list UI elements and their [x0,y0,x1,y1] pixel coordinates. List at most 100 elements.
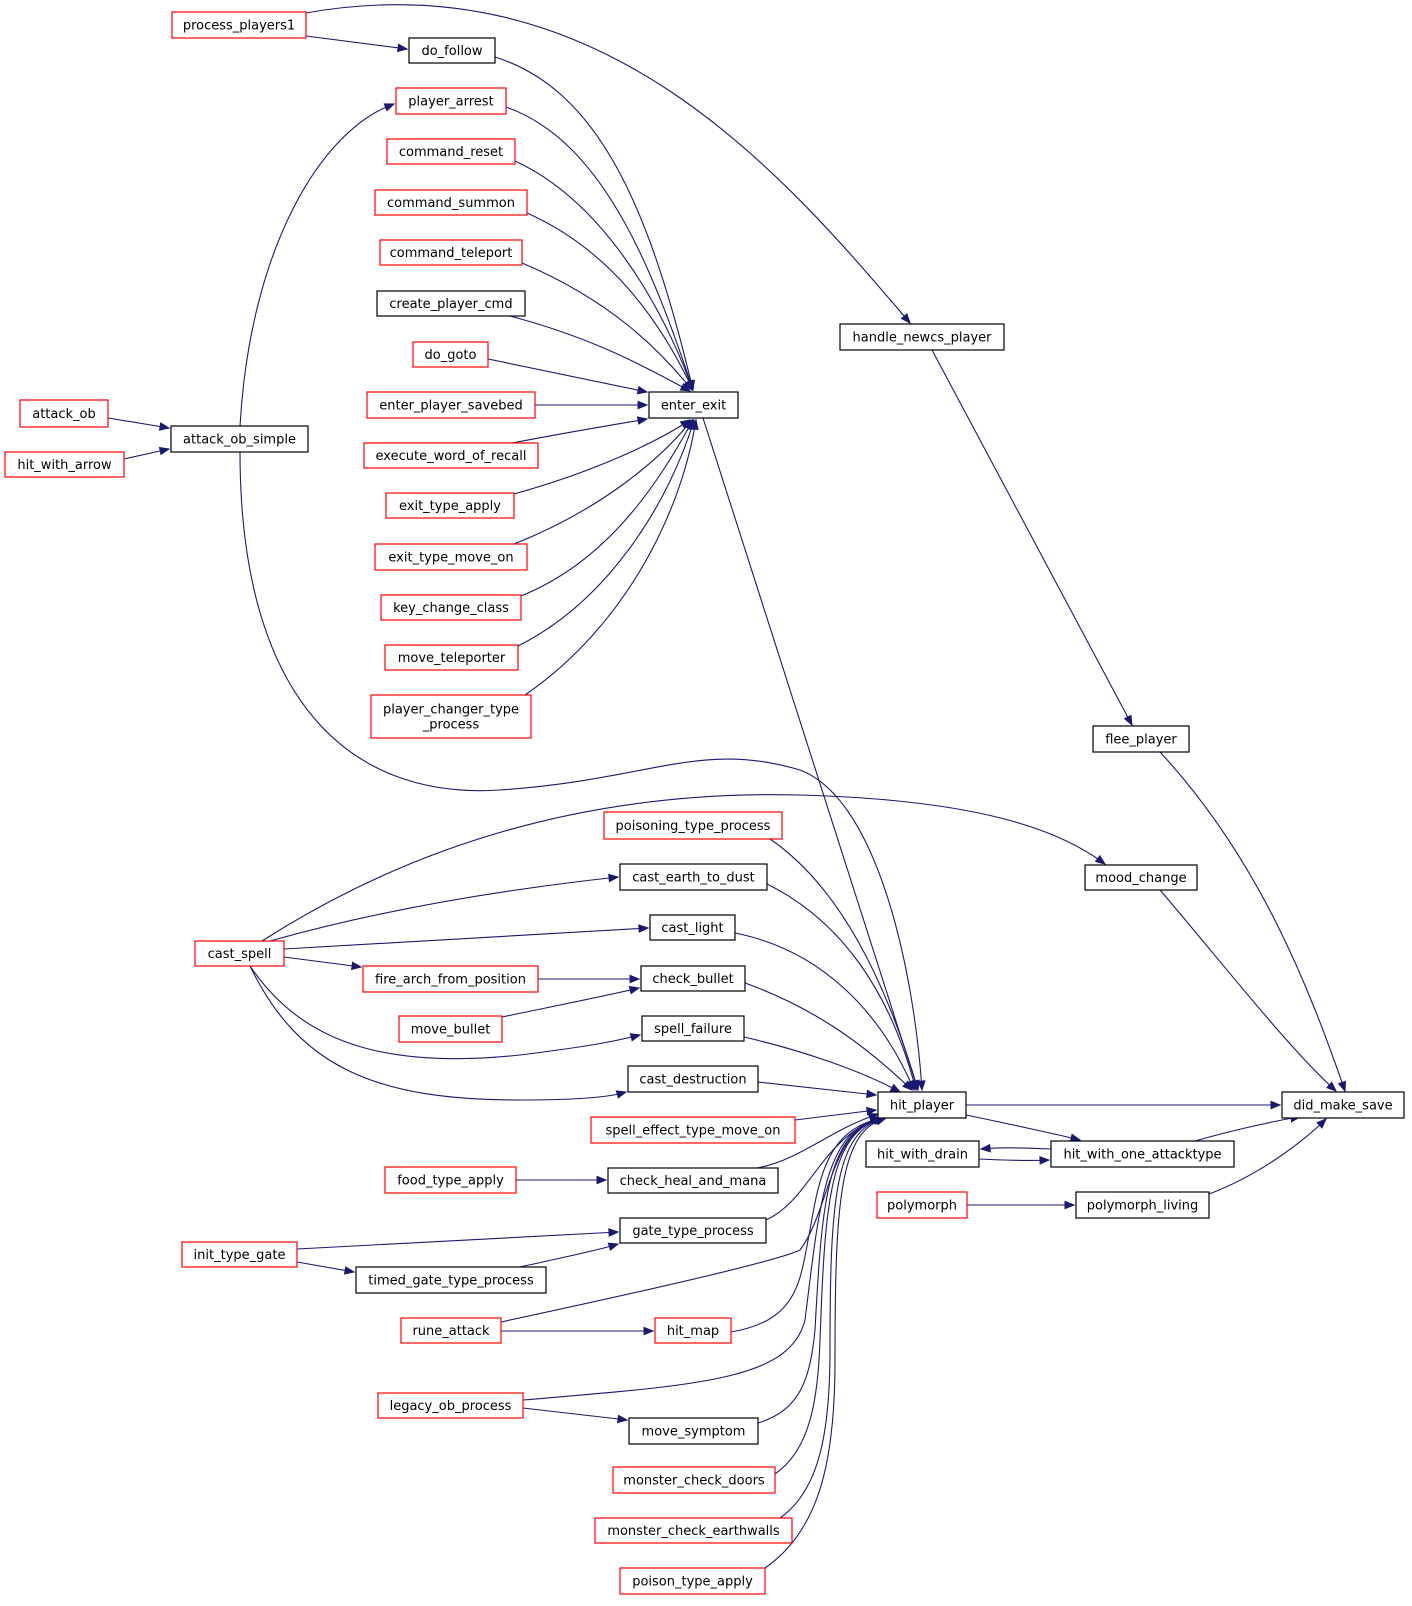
node-create_player_cmd[interactable]: create_player_cmd [376,290,526,317]
node-box[interactable] [408,37,496,64]
node-hit_with_one_attacktype[interactable]: hit_with_one_attacktype [1050,1140,1235,1168]
node-box[interactable] [170,425,309,453]
node-box[interactable] [363,442,539,469]
node-init_type_gate[interactable]: init_type_gate [181,1241,298,1268]
node-do_goto[interactable]: do_goto [412,341,489,368]
node-cast_spell[interactable]: cast_spell [194,940,285,967]
node-box[interactable] [384,644,519,671]
node-mood_change[interactable]: mood_change [1084,864,1198,891]
node-box[interactable] [355,1266,547,1294]
node-polymorph_living[interactable]: polymorph_living [1075,1191,1210,1219]
node-timed_gate_type_process[interactable]: timed_gate_type_process [355,1266,547,1294]
node-box[interactable] [619,1217,767,1244]
node-box[interactable] [628,1417,759,1445]
node-key_change_class[interactable]: key_change_class [380,594,522,621]
node-box[interactable] [181,1241,298,1268]
node-handle_newcs_player[interactable]: handle_newcs_player [839,323,1005,351]
node-box[interactable] [366,391,536,419]
node-box[interactable] [641,1015,745,1042]
node-process_players1[interactable]: process_players1 [171,11,307,39]
node-box[interactable] [194,940,285,967]
node-did_make_save[interactable]: did_make_save [1281,1091,1405,1119]
node-box[interactable] [19,399,109,428]
node-hit_with_arrow[interactable]: hit_with_arrow [4,451,125,478]
node-player_arrest[interactable]: player_arrest [395,87,507,115]
node-legacy_ob_process[interactable]: legacy_ob_process [377,1392,524,1419]
node-check_bullet[interactable]: check_bullet [640,965,746,992]
node-cast_light[interactable]: cast_light [649,914,736,941]
node-player_changer_type_process[interactable]: player_changer_type_process [370,694,532,739]
node-monster_check_doors[interactable]: monster_check_doors [612,1466,776,1494]
node-poisoning_type_process[interactable]: poisoning_type_process [603,811,783,840]
node-box[interactable] [171,11,307,39]
node-box[interactable] [379,239,523,266]
node-polymorph[interactable]: polymorph [876,1191,968,1219]
node-execute_word_of_recall[interactable]: execute_word_of_recall [363,442,539,469]
node-box[interactable] [627,1065,759,1093]
node-box[interactable] [1075,1191,1210,1219]
node-move_bullet[interactable]: move_bullet [398,1015,503,1043]
node-hit_map[interactable]: hit_map [654,1317,732,1344]
node-monster_check_earthwalls[interactable]: monster_check_earthwalls [594,1517,793,1544]
node-fire_arch_from_position[interactable]: fire_arch_from_position [362,965,539,993]
node-box[interactable] [839,323,1005,351]
node-box[interactable] [384,1166,517,1194]
node-box[interactable] [377,1392,524,1419]
node-box[interactable] [1281,1091,1405,1119]
node-do_follow[interactable]: do_follow [408,37,496,64]
node-box[interactable] [4,451,125,478]
node-box[interactable] [386,138,516,165]
node-box[interactable] [607,1167,779,1194]
node-box[interactable] [362,965,539,993]
node-box[interactable] [385,492,515,519]
node-box[interactable] [648,391,739,419]
node-box[interactable] [612,1466,776,1494]
node-hit_player[interactable]: hit_player [877,1091,967,1119]
node-box[interactable] [374,543,528,571]
node-rune_attack[interactable]: rune_attack [400,1317,502,1344]
node-box[interactable] [370,694,532,739]
node-spell_effect_type_move_on[interactable]: spell_effect_type_move_on [590,1116,796,1144]
node-enter_exit[interactable]: enter_exit [648,391,739,419]
node-box[interactable] [1084,864,1198,891]
node-box[interactable] [400,1317,502,1344]
node-box[interactable] [374,189,528,216]
node-command_reset[interactable]: command_reset [386,138,516,165]
node-enter_player_savebed[interactable]: enter_player_savebed [366,391,536,419]
node-box[interactable] [876,1191,968,1219]
node-box[interactable] [594,1517,793,1544]
node-box[interactable] [654,1317,732,1344]
node-poison_type_apply[interactable]: poison_type_apply [619,1567,766,1595]
node-box[interactable] [1092,725,1190,753]
node-exit_type_move_on[interactable]: exit_type_move_on [374,543,528,571]
node-cast_destruction[interactable]: cast_destruction [627,1065,759,1093]
node-box[interactable] [865,1140,980,1168]
node-command_teleport[interactable]: command_teleport [379,239,523,266]
node-box[interactable] [640,965,746,992]
node-box[interactable] [590,1116,796,1144]
node-exit_type_apply[interactable]: exit_type_apply [385,492,515,519]
node-box[interactable] [395,87,507,115]
node-box[interactable] [603,811,783,840]
node-cast_earth_to_dust[interactable]: cast_earth_to_dust [619,863,768,891]
node-box[interactable] [412,341,489,368]
node-move_teleporter[interactable]: move_teleporter [384,644,519,671]
node-box[interactable] [619,1567,766,1595]
node-spell_failure[interactable]: spell_failure [641,1015,745,1042]
node-box[interactable] [380,594,522,621]
node-box[interactable] [649,914,736,941]
node-move_symptom[interactable]: move_symptom [628,1417,759,1445]
node-flee_player[interactable]: flee_player [1092,725,1190,753]
node-box[interactable] [398,1015,503,1043]
node-command_summon[interactable]: command_summon [374,189,528,216]
node-gate_type_process[interactable]: gate_type_process [619,1217,767,1244]
node-box[interactable] [877,1091,967,1119]
node-box[interactable] [376,290,526,317]
node-hit_with_drain[interactable]: hit_with_drain [865,1140,980,1168]
node-box[interactable] [1050,1140,1235,1168]
node-box[interactable] [619,863,768,891]
node-attack_ob_simple[interactable]: attack_ob_simple [170,425,309,453]
node-food_type_apply[interactable]: food_type_apply [384,1166,517,1194]
node-attack_ob[interactable]: attack_ob [19,399,109,428]
node-check_heal_and_mana[interactable]: check_heal_and_mana [607,1167,779,1194]
